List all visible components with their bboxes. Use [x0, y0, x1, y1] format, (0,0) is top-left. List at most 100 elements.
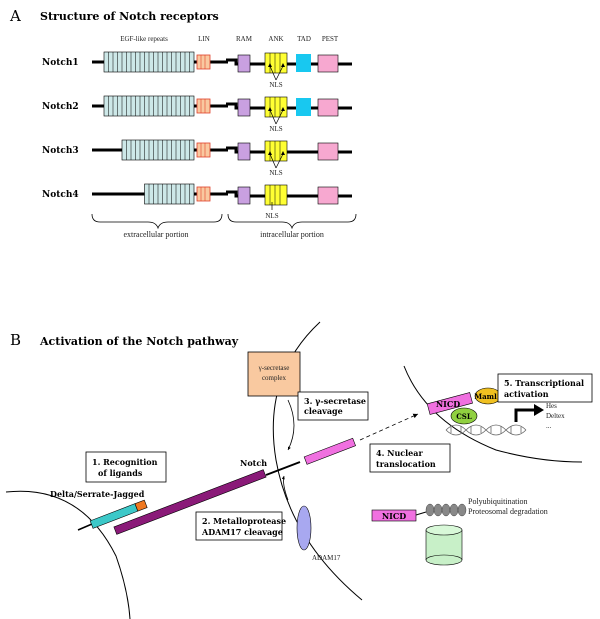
proteasome-icon	[425, 524, 463, 566]
ligand-anchor	[77, 523, 93, 531]
lin-domain	[196, 54, 211, 70]
gamma-secretase-line1: γ-secretase	[258, 364, 290, 372]
backbone-intracellular	[226, 58, 352, 66]
nls-arrow	[275, 153, 284, 169]
nls-label: NLS	[265, 212, 278, 220]
nls-arrow	[275, 109, 284, 125]
step4-line2: translocation	[376, 459, 436, 469]
egf-label: EGF-like repeats	[120, 35, 168, 43]
nls-label: NLS	[269, 125, 282, 133]
nls-arrowhead-icon	[281, 63, 285, 67]
ligand-delta	[89, 499, 148, 529]
tad-domain	[296, 54, 311, 72]
step3-line1: 3. γ-secretase	[304, 396, 366, 406]
egf-domain	[144, 183, 195, 205]
receptor-name: Notch4	[42, 190, 79, 200]
step5-line2: activation	[504, 389, 549, 399]
step2-box	[195, 511, 283, 541]
nls-arrow	[269, 109, 277, 125]
adam17-arrow	[281, 475, 289, 501]
proteosomal-label: Proteosomal degradation	[468, 507, 548, 516]
csl-label: CSL	[456, 412, 472, 421]
nicd-cytoplasmic-label: NICD	[382, 511, 406, 521]
pest-label: PEST	[322, 35, 339, 43]
transcription-start-icon	[514, 408, 536, 422]
ram-domain	[237, 142, 251, 161]
step2-line2: ADAM17 cleavage	[201, 527, 283, 537]
gamma-secretase-complex	[247, 351, 301, 397]
nls-arrowhead-icon	[281, 107, 285, 111]
step4-line1: 4. Nuclear	[376, 448, 423, 458]
adam17-protein	[296, 505, 312, 551]
nls-arrowhead-icon	[281, 151, 285, 155]
dna-helix	[445, 424, 527, 436]
extracellular-brace	[91, 213, 223, 230]
receptor-name: Notch1	[42, 58, 79, 68]
polyubiquitination-label: Polyubiquitination	[468, 497, 528, 506]
notch-extracellular	[113, 469, 267, 535]
target-more: ...	[546, 422, 552, 430]
signal-cell-membrane	[5, 490, 131, 619]
tad-label: TAD	[297, 35, 311, 43]
nls-label: NLS	[269, 81, 282, 89]
backbone-intracellular	[226, 102, 352, 110]
target-deltex: Deltex	[546, 412, 565, 420]
notch-label: Notch	[240, 458, 267, 468]
nls-arrow	[269, 153, 277, 169]
gamma-secretase-line2: complex	[262, 374, 287, 382]
receptor-name: Notch2	[42, 102, 79, 112]
gamma-cleavage-arrow	[287, 399, 295, 451]
notch-intracellular	[303, 437, 356, 465]
ank-label: ANK	[268, 35, 283, 43]
intracellular-label: intracellular portion	[260, 230, 324, 239]
nls-arrowhead-icon	[268, 107, 272, 111]
ubiquitin-chain	[425, 503, 467, 517]
backbone-intracellular	[226, 190, 352, 198]
nicd-nuclear-label: NICD	[436, 399, 460, 409]
adam17-label: ADAM17	[312, 554, 341, 562]
extracellular-label: extracellular portion	[123, 230, 188, 239]
nls-arrowhead-icon	[268, 151, 272, 155]
step2-line1: 2. Metalloprotease	[202, 516, 286, 526]
panel-b-letter: B	[10, 331, 21, 349]
pest-domain	[317, 98, 339, 117]
lin-domain	[196, 186, 211, 202]
transcription-arrow-icon	[534, 404, 544, 416]
ank-domain	[264, 52, 288, 74]
ank-domain	[264, 96, 288, 118]
nls-arrow	[269, 65, 277, 81]
nicd-nuclear	[426, 392, 473, 415]
notch-transmembrane	[265, 461, 301, 476]
csl-protein	[450, 407, 478, 425]
pest-domain	[317, 142, 339, 161]
nicd-cytoplasmic	[371, 509, 417, 522]
ubiquitin-link	[415, 511, 427, 516]
step5-line1: 5. Transcriptional	[504, 378, 584, 388]
receptor-name: Notch3	[42, 146, 79, 156]
intracellular-brace	[227, 213, 357, 230]
lin-domain	[196, 98, 211, 114]
step1-line2: of ligands	[98, 468, 143, 478]
nls-label: NLS	[269, 169, 282, 177]
panel-a-letter: A	[9, 7, 21, 25]
target-hes: Hes	[546, 402, 557, 410]
ram-domain	[237, 186, 251, 205]
ank-domain	[264, 140, 288, 162]
lin-domain	[196, 142, 211, 158]
step4-box	[369, 443, 451, 473]
step1-box	[85, 451, 167, 483]
pest-domain	[317, 54, 339, 73]
panel-a-title: Structure of Notch receptors	[40, 10, 219, 23]
ligand-label: Delta/Serrate-Jagged	[50, 489, 145, 499]
step5-box	[497, 373, 593, 403]
nuclear-membrane	[403, 365, 583, 463]
panel-b-title: Activation of the Notch pathway	[39, 335, 239, 348]
tad-domain	[296, 98, 311, 116]
step3-line2: cleavage	[304, 406, 343, 416]
nls-arrowhead-icon	[268, 63, 272, 67]
